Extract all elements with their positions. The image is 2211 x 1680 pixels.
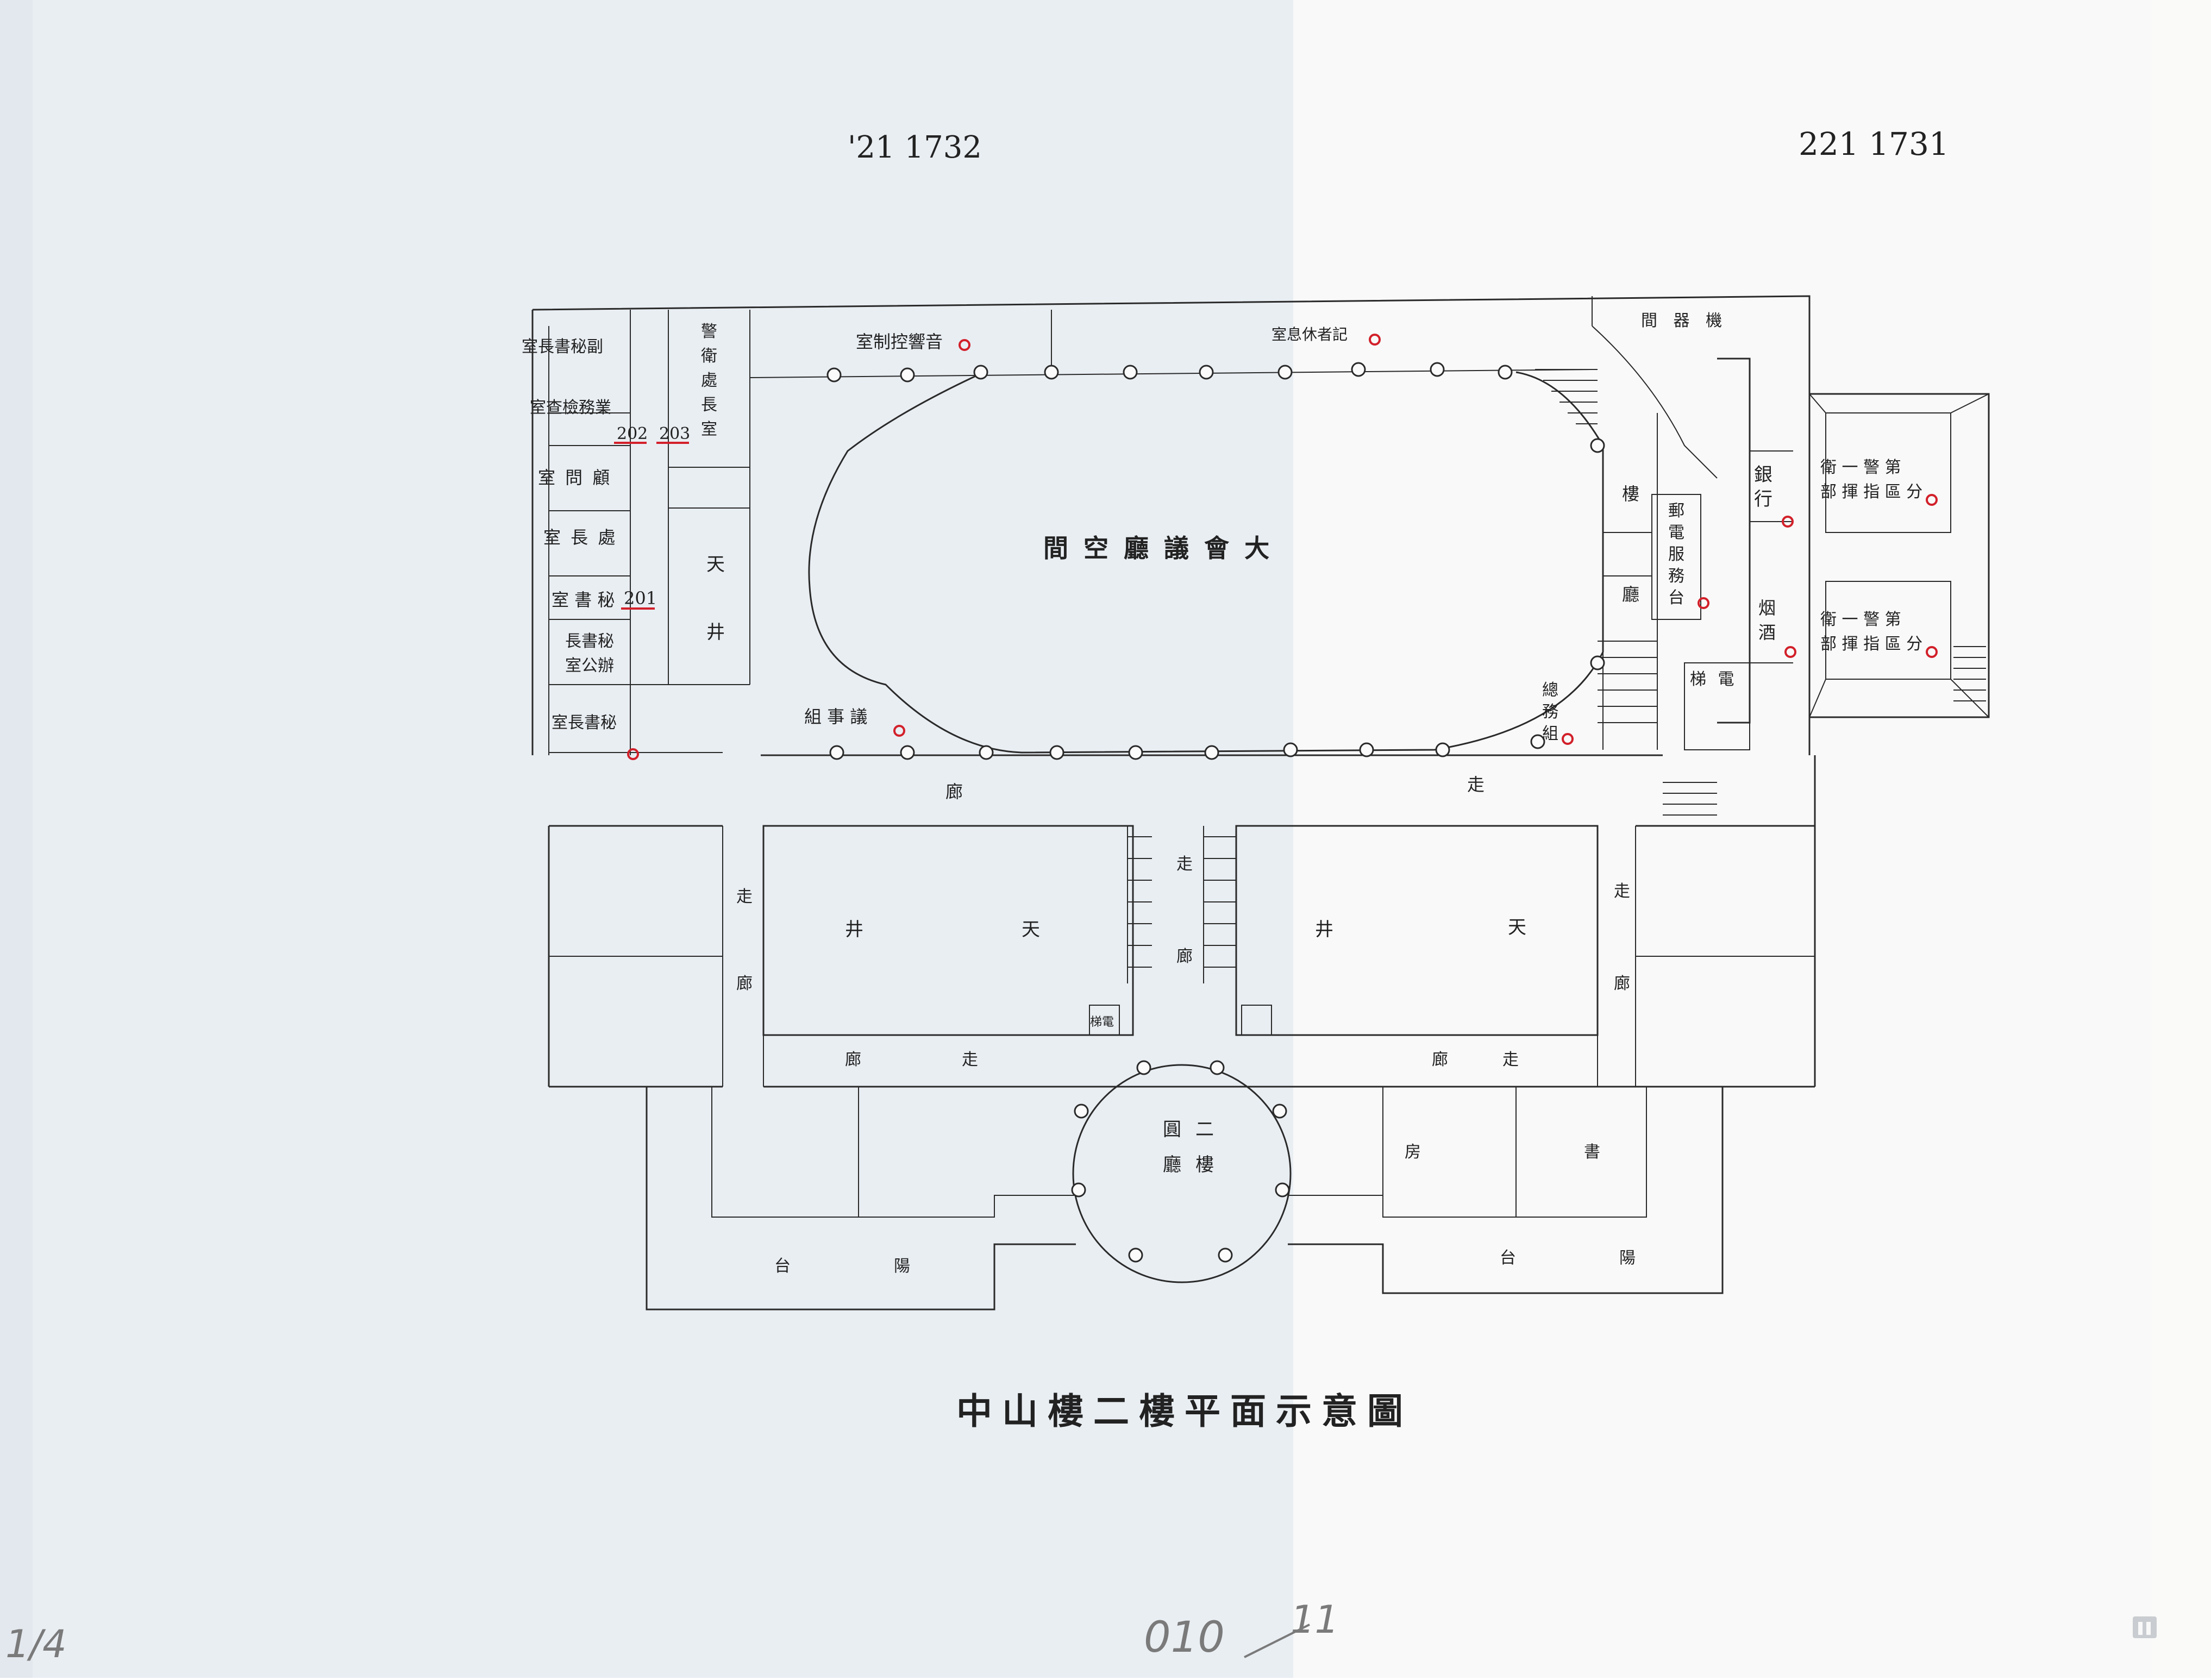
small-courtyard-2: 井 <box>706 622 725 643</box>
balcony-right-a: 台 <box>1500 1249 1516 1268</box>
room-secretary-general-office-1: 長書秘 <box>565 632 614 651</box>
small-courtyard-1: 天 <box>706 554 725 575</box>
svg-text:警: 警 <box>701 322 717 341</box>
police-branch-1-line1: 衛 一 警 第 <box>1820 458 1901 477</box>
center-stairs-left <box>1127 826 1152 983</box>
handwritten-number-2: 11 <box>1291 1597 1339 1642</box>
police-wing-stairs <box>1953 646 1986 701</box>
svg-text:組: 組 <box>1542 724 1558 743</box>
room-number-202: 202 <box>617 424 648 443</box>
courtyard-right-a: 井 <box>1315 919 1333 941</box>
council-affairs-label: 組 事 議 <box>804 706 867 727</box>
svg-text:電: 電 <box>1668 523 1684 542</box>
svg-text:務: 務 <box>1668 567 1684 586</box>
corridor-south-left-2: 走 <box>962 1050 978 1069</box>
svg-text:烟: 烟 <box>1758 598 1776 618</box>
plan-caption: 中山樓二樓平面示意圖 <box>956 1390 1413 1432</box>
svg-text:總: 總 <box>1542 681 1558 700</box>
corridor-south-right-1: 廊 <box>1432 1050 1448 1069</box>
post-office-label: 郵 電 服 務 台 <box>1668 502 1684 607</box>
room-deputy-secretary-general: 室長書秘副 <box>522 337 603 356</box>
police-branch-2-line1: 衛 一 警 第 <box>1820 610 1901 629</box>
column-markers <box>826 362 1605 1263</box>
corridor-east-1: 走 <box>1614 882 1630 901</box>
police-branch-2-line2: 部 揮 指 區 分 <box>1820 635 1922 654</box>
general-affairs-label: 總 務 組 <box>1542 681 1558 743</box>
right-stairs-label: 樓 <box>1622 484 1639 504</box>
handwritten-page-mark: 1/4 <box>5 1622 67 1666</box>
bank-label: 銀 行 <box>1754 464 1772 510</box>
tobacco-wine-label: 烟 酒 <box>1758 598 1776 643</box>
room-machine: 間 器 機 <box>1641 311 1727 330</box>
corridor-west-1: 走 <box>736 887 753 906</box>
header-right-number: 221 1731 <box>1799 126 1949 162</box>
corridor-south-right-2: 走 <box>1502 1050 1519 1069</box>
room-guard-chief: 警 衛 處 長 室 <box>701 322 717 439</box>
rotunda-wall <box>1072 1064 1292 1283</box>
elevator-label: 梯 電 <box>1690 670 1738 689</box>
svg-text:衛: 衛 <box>701 347 717 366</box>
svg-text:酒: 酒 <box>1758 622 1776 643</box>
police-branch-1-line2: 部 揮 指 區 分 <box>1820 482 1922 502</box>
room-number-201: 201 <box>624 588 657 609</box>
paper-shadow <box>0 0 33 1678</box>
svg-text:郵: 郵 <box>1668 502 1684 521</box>
room-sound-control: 室制控響音 <box>856 331 943 352</box>
courtyard-right-b: 天 <box>1508 917 1526 938</box>
room-secretary-general: 室長書秘 <box>552 713 617 732</box>
study-label-a: 房 <box>1405 1143 1421 1162</box>
elevator-box-label: 梯電 <box>1090 1015 1114 1029</box>
room-reporters-lounge: 室息休者記 <box>1272 325 1348 343</box>
rotunda-line2: 二 <box>1195 1119 1214 1140</box>
room-secretary: 室 書 秘 <box>552 590 615 610</box>
archive-logo <box>2133 1616 2157 1638</box>
svg-text:室: 室 <box>701 420 717 439</box>
balcony-left-b: 陽 <box>894 1257 910 1276</box>
red-check-marks <box>627 334 1938 760</box>
handwritten-stroke <box>1244 1623 1310 1658</box>
room-number-203: 203 <box>659 424 690 443</box>
room-director: 室 長 處 <box>543 527 617 548</box>
study-label-b: 書 <box>1584 1143 1600 1162</box>
corridor-main-left: 廊 <box>945 781 963 802</box>
balcony-right-b: 陽 <box>1619 1249 1636 1268</box>
header-left-number: '21 1732 <box>848 130 982 165</box>
room-business-inspection: 室查檢務業 <box>530 398 611 417</box>
paper-left <box>0 0 1293 1678</box>
paper-edge <box>2152 0 2211 1678</box>
svg-text:務: 務 <box>1542 703 1558 722</box>
right-hall-label: 廳 <box>1622 584 1639 605</box>
east-stairs <box>1663 782 1717 816</box>
svg-text:處: 處 <box>701 371 717 390</box>
svg-text:台: 台 <box>1668 588 1684 607</box>
right-hall-stairs <box>1535 369 1657 723</box>
main-hall-label: 間 空 廳 議 會 大 <box>1043 534 1273 563</box>
room-advisor: 室 問 顧 <box>538 467 612 488</box>
room-secretary-general-office-2: 室公辦 <box>565 656 614 675</box>
corridor-center-1: 走 <box>1176 855 1193 874</box>
svg-text:銀: 銀 <box>1754 464 1772 486</box>
handwritten-number: 010 <box>1144 1613 1225 1662</box>
corridor-south-left-1: 廊 <box>845 1050 861 1069</box>
svg-text:長: 長 <box>701 396 717 415</box>
rotunda-line1: 圓 <box>1163 1119 1181 1140</box>
courtyard-left-a: 井 <box>845 919 863 941</box>
svg-text:行: 行 <box>1754 488 1772 510</box>
corridor-east-2: 廊 <box>1614 974 1630 993</box>
rotunda-line3: 廳 <box>1163 1154 1181 1176</box>
balcony-left-a: 台 <box>774 1257 791 1276</box>
paper-right <box>1293 0 2211 1678</box>
courtyard-left-b: 天 <box>1022 919 1040 941</box>
svg-text:服: 服 <box>1668 545 1684 564</box>
corridor-center-2: 廊 <box>1176 947 1193 966</box>
svg-text:樓: 樓 <box>1622 484 1639 504</box>
corridor-main-right: 走 <box>1467 774 1485 795</box>
corridor-west-2: 廊 <box>736 974 753 993</box>
rotunda-line4: 樓 <box>1195 1154 1214 1176</box>
center-stairs-right <box>1203 826 1236 983</box>
